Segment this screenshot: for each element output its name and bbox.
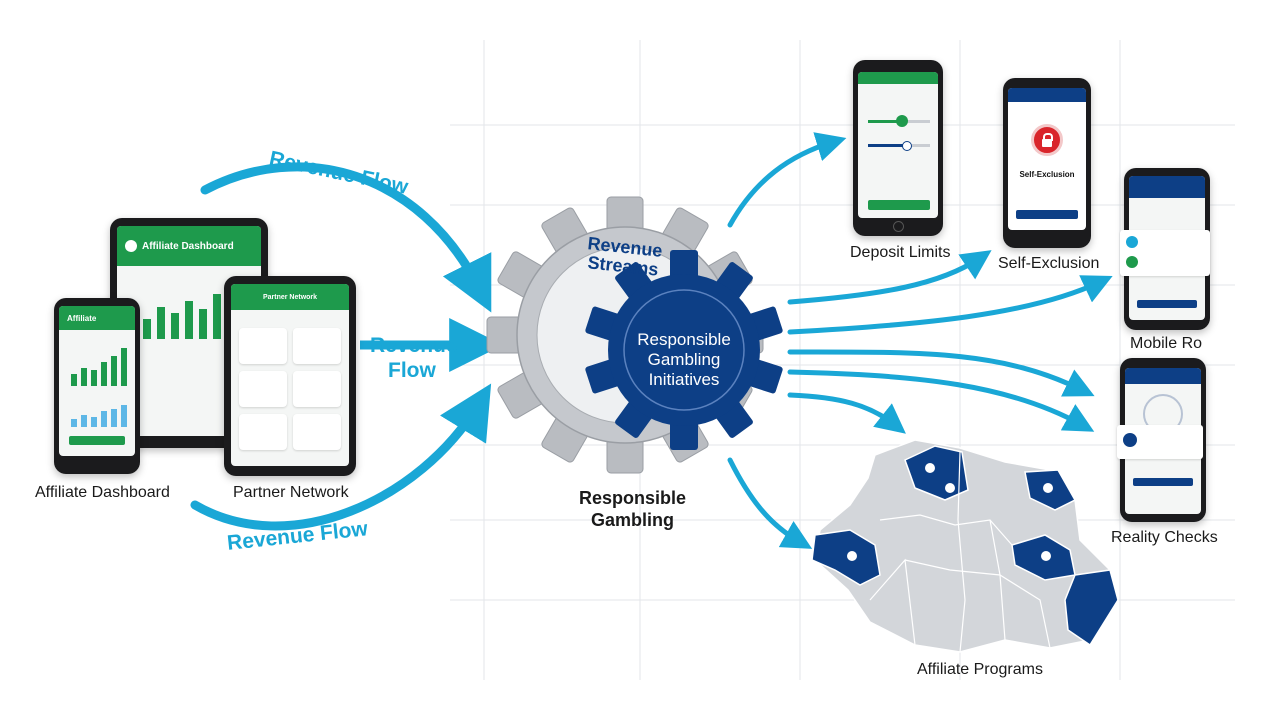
caption-mobile: Mobile Ro [1130, 335, 1203, 352]
gear-caption-line-2: Gambling [590, 510, 674, 530]
region-map [811, 439, 1119, 653]
dashboard-tablet-title: Affiliate Dashboard [142, 240, 234, 252]
deposit-phone-screen [858, 72, 938, 218]
background-grid [450, 40, 1235, 680]
flow-arrow-self-exclusion [787, 250, 992, 305]
dashboard-phone-chart-2 [69, 401, 131, 427]
flow-arrow-mobile-2 [787, 349, 1095, 397]
flow-arrow-bottom [190, 383, 492, 531]
partner-tablet-title: Partner Network [262, 293, 318, 301]
dashboard-phone-header: Affiliate [59, 306, 135, 330]
caption-deposit-limits: Deposit Limits [850, 244, 951, 261]
lock-icon [1031, 124, 1063, 156]
mobile-phone-header [1129, 176, 1205, 198]
reality-phone-button[interactable] [1133, 478, 1193, 486]
self-exclusion-phone-header [1008, 88, 1086, 102]
gear-inner-line-2: Gambling [647, 350, 721, 369]
partner-card[interactable] [293, 371, 341, 407]
dashboard-phone-screen: Affiliate [59, 306, 135, 456]
dashboard-phone-chart [69, 346, 131, 386]
notification-icon [1126, 256, 1138, 268]
gear-caption: Responsible Gambling [560, 487, 705, 531]
flow-arrow-mobile-1 [787, 275, 1113, 335]
deposit-confirm-button[interactable] [868, 200, 930, 210]
self-exclusion-confirm-button[interactable] [1016, 210, 1078, 219]
gear-caption-line-1: Responsible [578, 488, 687, 508]
gear-inner-label: Responsible Gambling Initiatives [614, 330, 754, 390]
dashboard-phone-button[interactable] [69, 436, 125, 445]
partner-card[interactable] [293, 328, 341, 364]
self-exclusion-phone: Self-Exclusion [1003, 78, 1091, 248]
partner-tablet: Partner Network [224, 276, 356, 476]
chart-icon [125, 240, 137, 252]
reality-phone-header [1125, 368, 1201, 384]
user-icon [1123, 433, 1137, 447]
dashboard-phone-title: Affiliate [67, 313, 97, 323]
dashboard-tablet-header: Affiliate Dashboard [117, 226, 261, 266]
partner-tablet-screen: Partner Network [231, 284, 349, 466]
flow-arrow-map-1 [787, 392, 906, 434]
deposit-home-button[interactable] [893, 221, 904, 232]
partner-card[interactable] [239, 371, 287, 407]
mobile-notification-card[interactable] [1120, 230, 1210, 276]
flow-arrow-map-2 [727, 457, 813, 549]
gear-inner [585, 250, 783, 450]
gear-inner-line-3: Initiatives [648, 370, 720, 389]
gear-inner-line-1: Responsible [637, 330, 731, 349]
flow-arrow-deposit [727, 132, 847, 228]
partner-card[interactable] [239, 414, 287, 450]
partner-tablet-header: Partner Network [231, 284, 349, 310]
deposit-slider-1[interactable] [868, 115, 930, 127]
partner-card[interactable] [239, 328, 287, 364]
partner-card[interactable] [293, 414, 341, 450]
flow-label-middle-1: Revenue [370, 334, 458, 357]
dashboard-phone: Affiliate [54, 298, 140, 474]
self-exclusion-screen-title: Self-Exclusion [1019, 170, 1075, 179]
self-exclusion-phone-screen: Self-Exclusion [1008, 88, 1086, 230]
flow-arrow-top [200, 162, 492, 313]
notification-icon [1126, 236, 1138, 248]
deposit-slider-2[interactable] [868, 141, 930, 151]
pin-icon [847, 463, 1053, 561]
deposit-phone-header [858, 72, 938, 84]
caption-partner-network: Partner Network [233, 484, 349, 501]
reality-notification-card[interactable] [1117, 425, 1203, 459]
deposit-phone [853, 60, 943, 236]
flow-arrow-reality [787, 369, 1095, 432]
flow-label-middle-2: Flow [388, 359, 436, 382]
mobile-phone-button[interactable] [1137, 300, 1197, 308]
caption-affiliate-programs: Affiliate Programs [917, 661, 1043, 678]
caption-reality-checks: Reality Checks [1111, 529, 1218, 546]
caption-self-exclusion: Self-Exclusion [998, 255, 1100, 272]
caption-affiliate-dashboard: Affiliate Dashboard [35, 484, 170, 501]
